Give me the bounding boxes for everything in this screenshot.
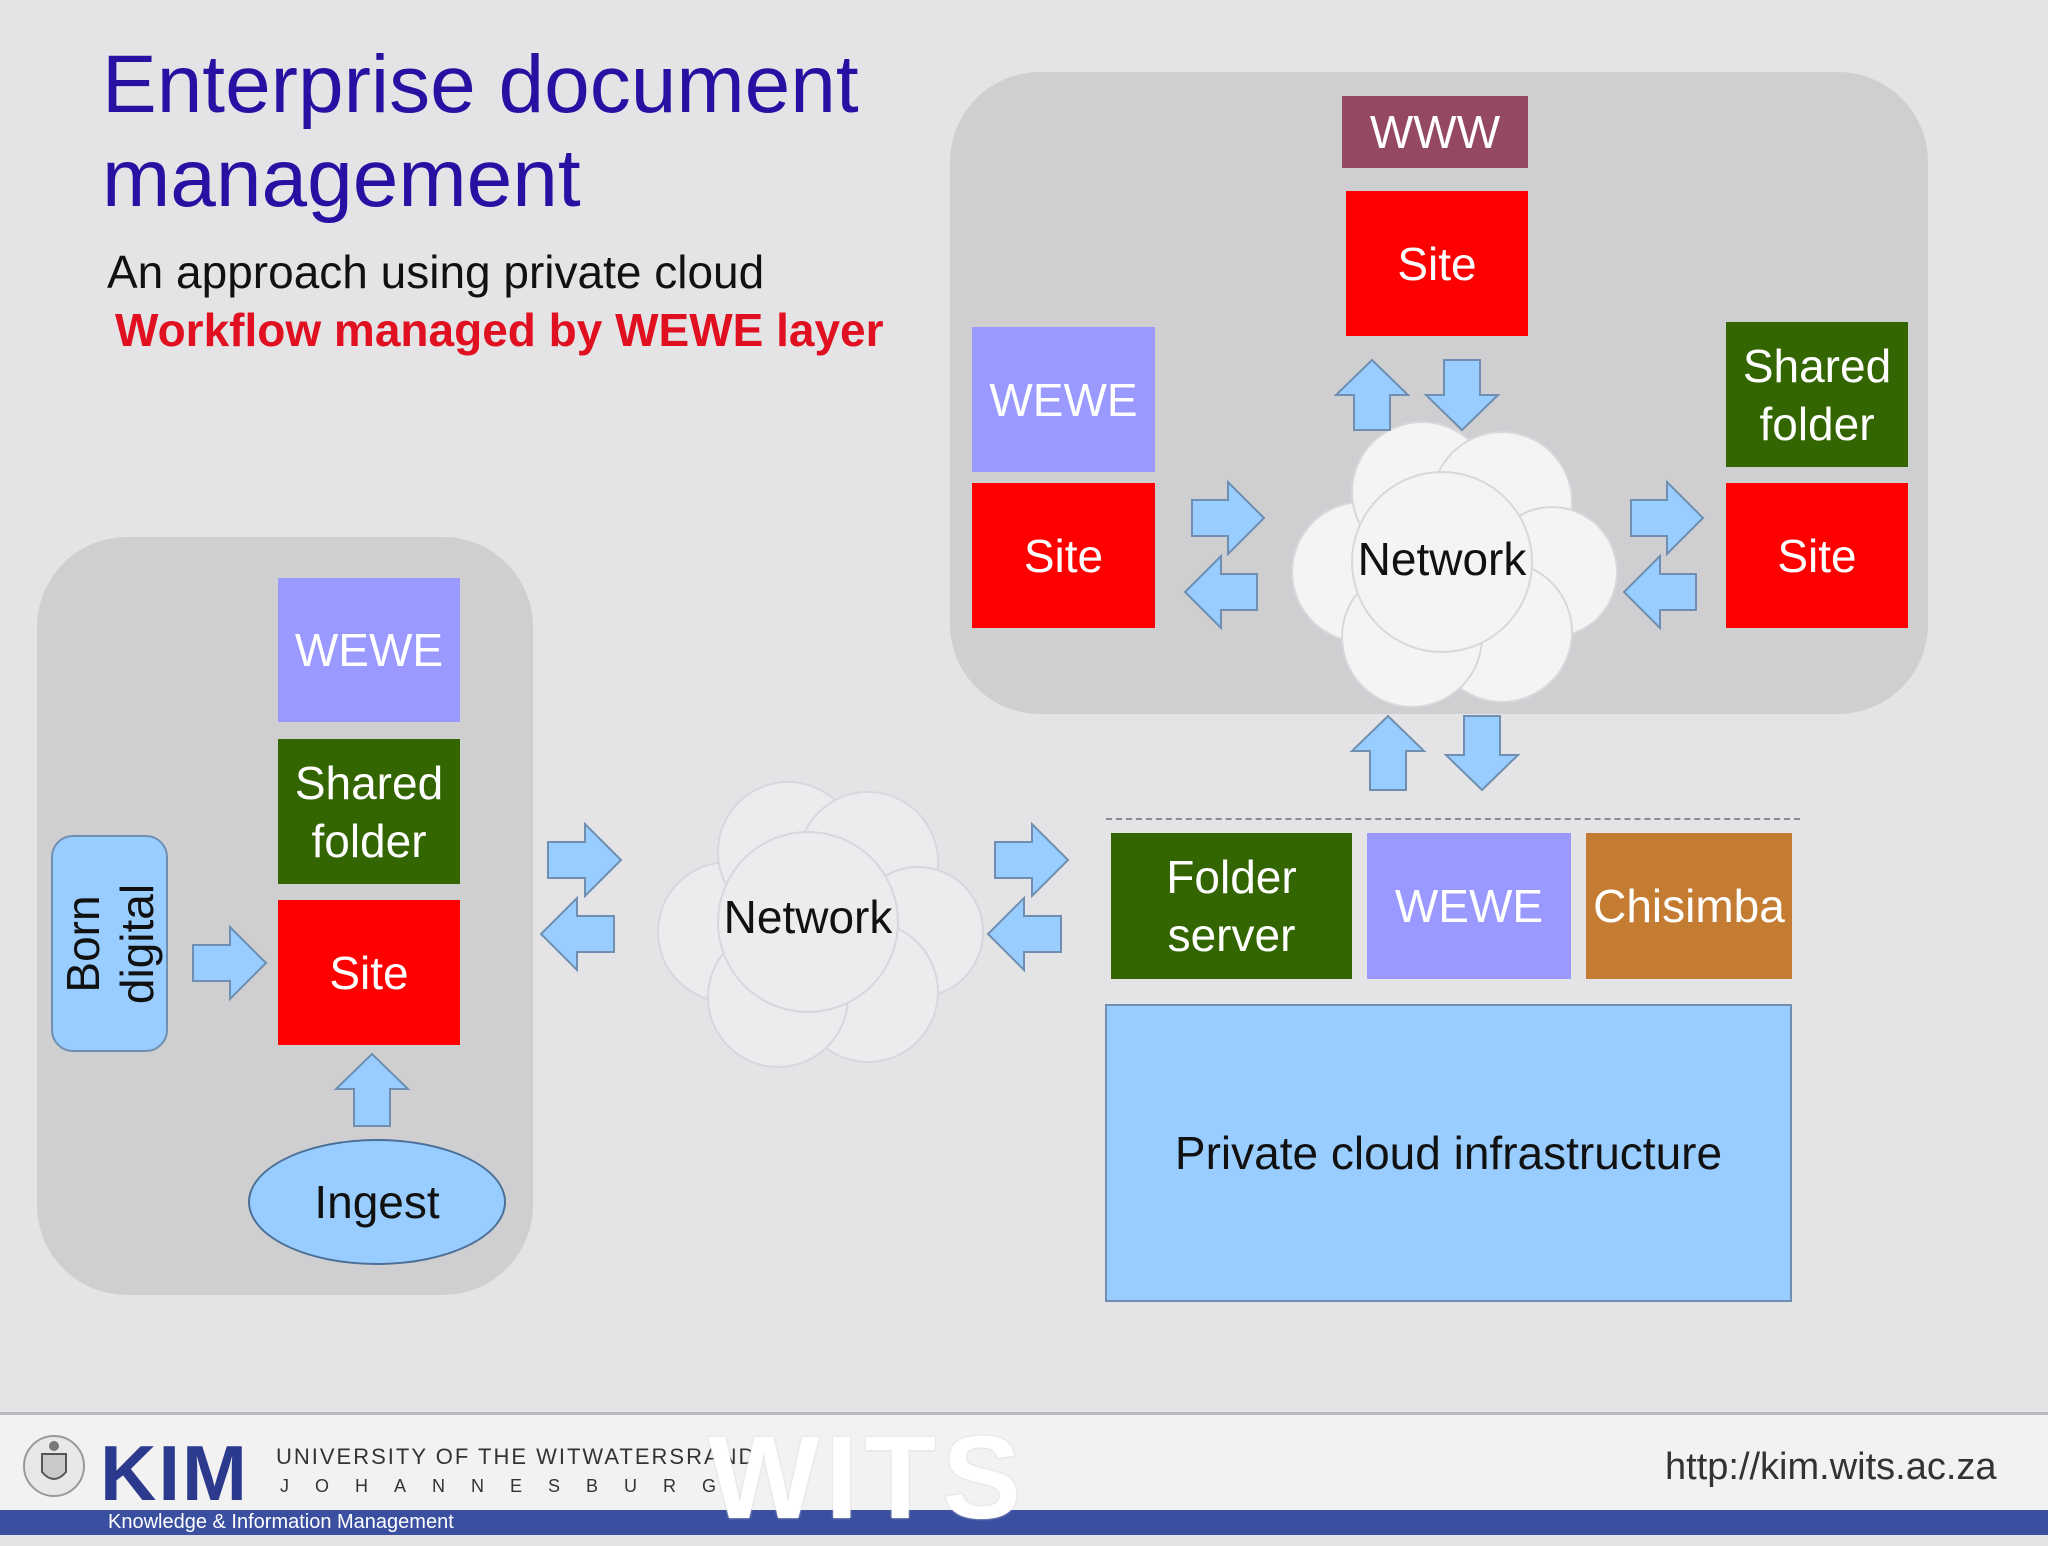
site-box-left: Site	[278, 900, 460, 1045]
site-box-top-left: Site	[972, 483, 1155, 628]
network-label-top: Network	[1357, 533, 1527, 585]
site-box-top-right: Site	[1726, 483, 1908, 628]
arrow-left-icon	[1183, 553, 1258, 631]
arrow-right-icon	[547, 821, 623, 899]
network-label-middle: Network	[723, 891, 893, 943]
footer-url: http://kim.wits.ac.za	[1665, 1446, 1997, 1488]
site-box-top: Site	[1346, 191, 1528, 336]
born-digital-box: Born digital	[51, 835, 168, 1052]
university-city: JOHANNESBURG	[280, 1476, 743, 1496]
slide-subtitle: An approach using private cloud	[107, 246, 765, 298]
kim-logo: KIM	[100, 1429, 249, 1517]
slide-title: Enterprise document management	[102, 39, 859, 224]
footer-band	[0, 1510, 2048, 1535]
wits-watermark: WITS	[708, 1412, 1027, 1544]
arrow-left-icon	[539, 895, 615, 973]
university-crest-icon	[23, 1435, 85, 1497]
born-digital-label: Born digital	[56, 883, 163, 1004]
arrow-down-icon	[1443, 715, 1521, 792]
chisimba-box: Chisimba	[1586, 833, 1792, 979]
university-name: UNIVERSITY OF THE WITWATERSRAND	[276, 1444, 757, 1469]
www-box: WWW	[1342, 96, 1528, 168]
arrow-up-icon	[1349, 714, 1427, 791]
wewe-box-top-left: WEWE	[972, 327, 1155, 472]
shared-folder-box-left: Shared folder	[278, 739, 460, 884]
private-cloud-infrastructure-box: Private cloud infrastructure	[1105, 1004, 1792, 1302]
slide-subtitle-emphasis: Workflow managed by WEWE layer	[115, 304, 884, 356]
private-cloud-divider	[1106, 818, 1800, 820]
folder-server-box: Folder server	[1111, 833, 1352, 979]
wewe-box-left: WEWE	[278, 578, 460, 722]
arrow-right-icon	[1191, 479, 1266, 557]
arrow-up-icon	[1333, 358, 1411, 431]
ingest-ellipse: Ingest	[248, 1139, 506, 1265]
shared-folder-box-right: Shared folder	[1726, 322, 1908, 467]
arrow-left-icon	[986, 895, 1062, 973]
arrow-down-icon	[1423, 359, 1501, 432]
arrow-up-icon	[333, 1052, 411, 1127]
arrow-right-icon	[192, 924, 268, 1002]
wewe-box-private: WEWE	[1367, 833, 1571, 979]
kim-full-name: Knowledge & Information Management	[108, 1511, 454, 1533]
arrow-right-icon	[994, 821, 1070, 899]
arrow-right-icon	[1630, 479, 1705, 557]
arrow-left-icon	[1622, 553, 1697, 631]
